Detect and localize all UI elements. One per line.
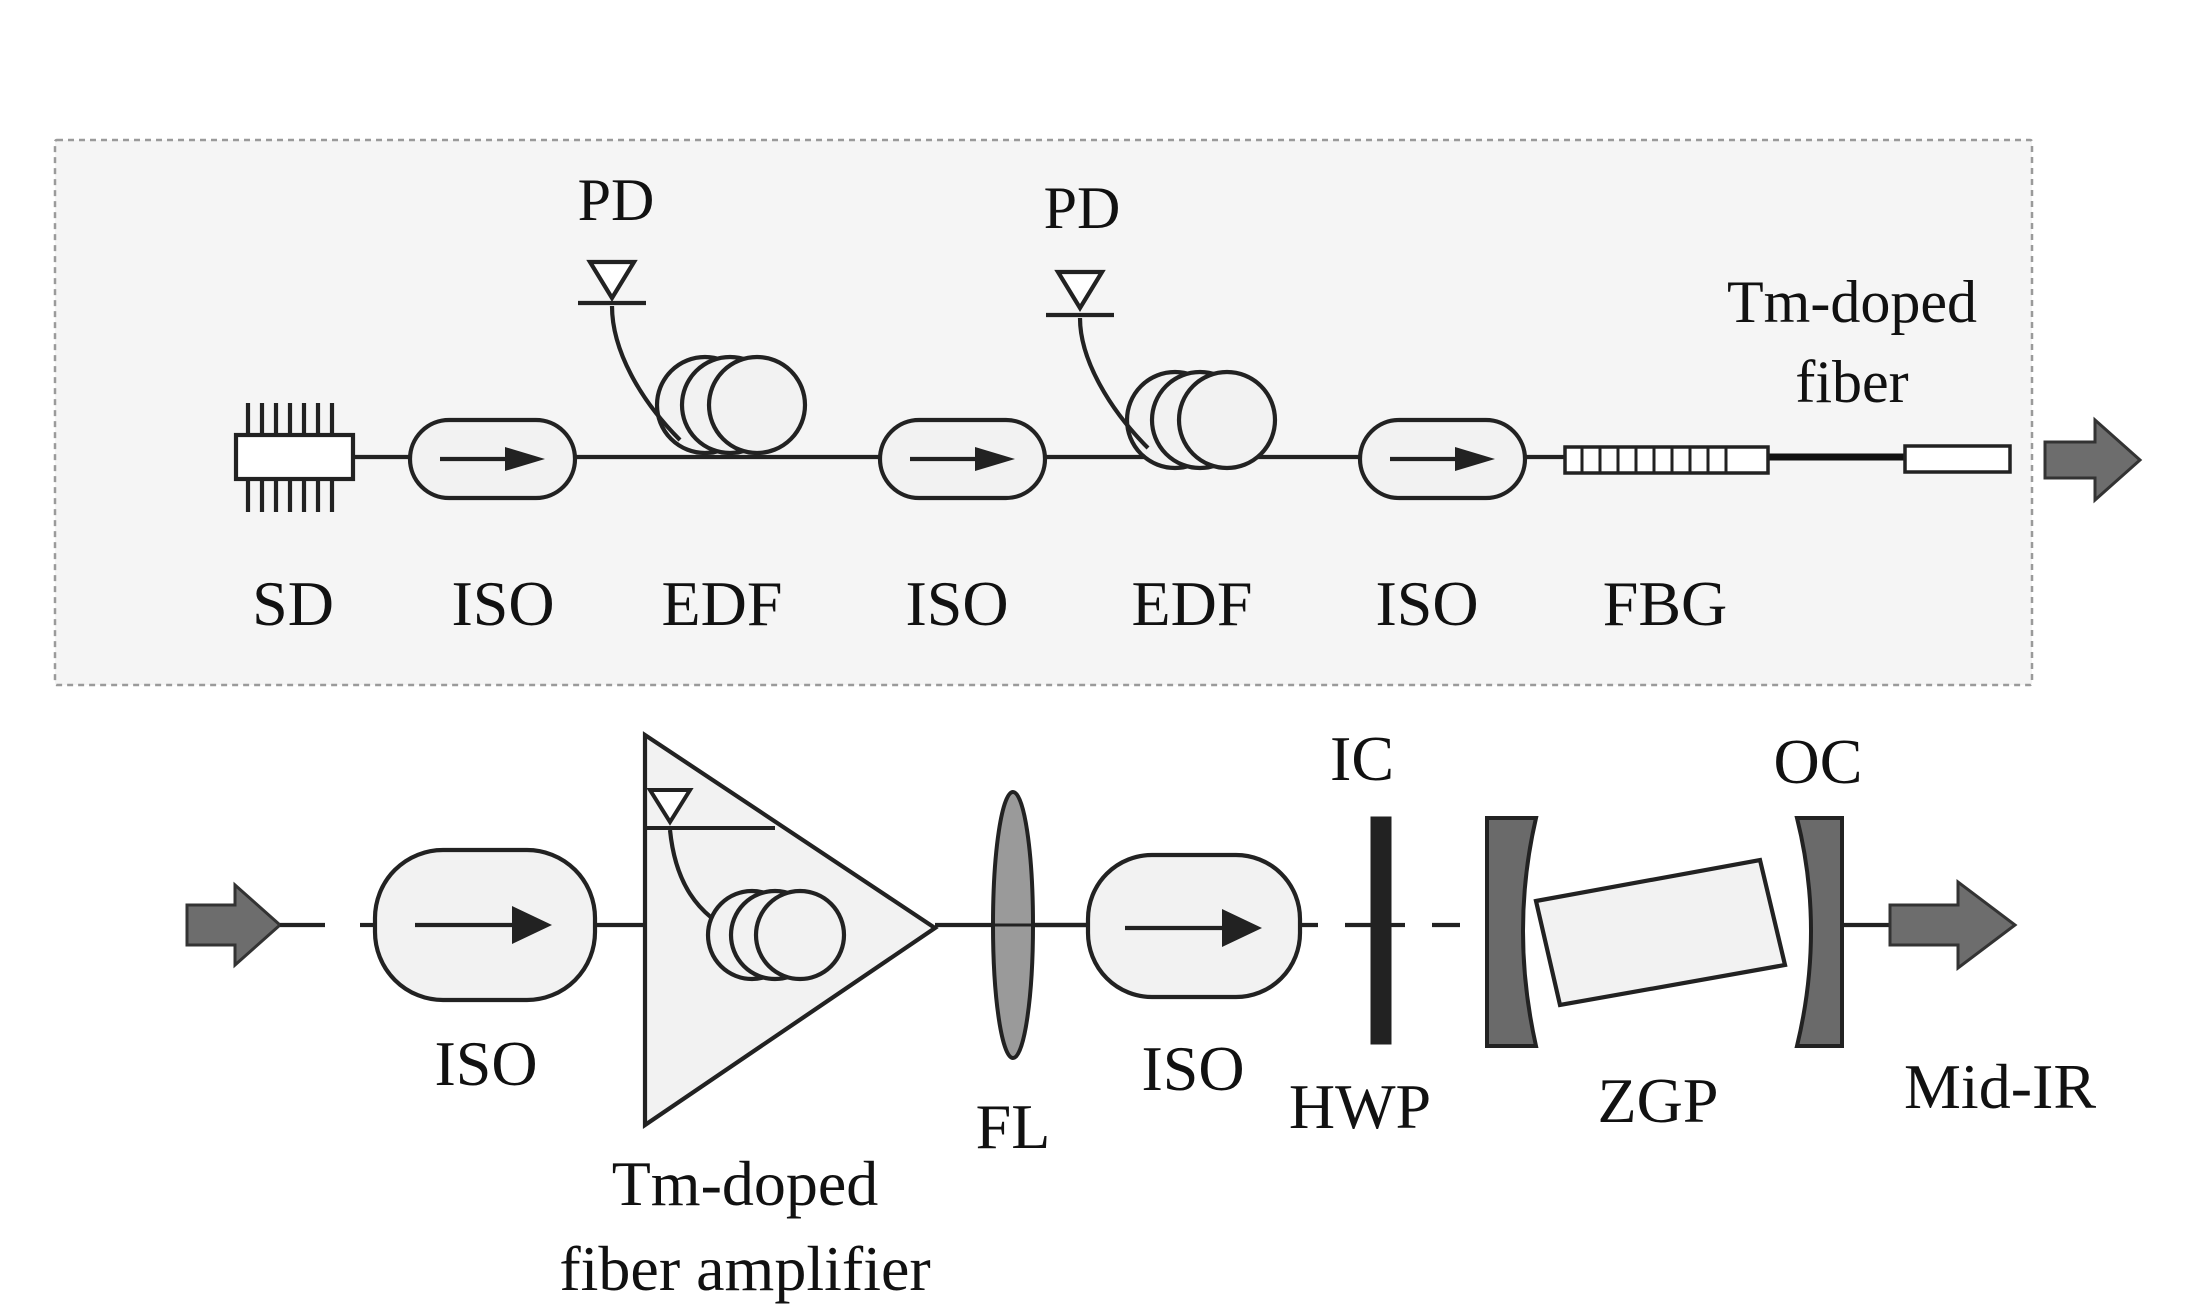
output-coupler-mirror-icon: [1794, 816, 1844, 1048]
iso-4-label: ISO: [434, 1028, 537, 1099]
mid-ir-label: Mid-IR: [1904, 1051, 2096, 1122]
fbg-icon: [1563, 445, 1770, 475]
isolator-2-icon: [877, 417, 1048, 501]
photodiode-1-icon: [578, 259, 646, 306]
pd-2-label: PD: [1044, 175, 1121, 241]
edf-1-label: EDF: [662, 568, 783, 639]
pd-1-label: PD: [578, 167, 655, 233]
sd-chip-icon: [233, 403, 356, 512]
oc-label: OC: [1774, 726, 1863, 797]
edf-coil-2-icon: [1124, 369, 1278, 471]
fl-label: FL: [976, 1091, 1051, 1162]
edf-2-label: EDF: [1132, 568, 1253, 639]
isolator-5-icon: [1085, 852, 1303, 1000]
iso-3-label: ISO: [1375, 568, 1478, 639]
sd-label: SD: [252, 568, 334, 639]
amplifier-label-line1: Tm-doped: [612, 1148, 879, 1219]
top-output-arrow-icon: [2043, 416, 2143, 504]
hwp-label: HWP: [1289, 1071, 1431, 1142]
isolator-3-icon: [1357, 417, 1528, 501]
input-coupler-mirror-icon: [1485, 816, 1539, 1048]
iso-1-label: ISO: [451, 568, 554, 639]
mid-ir-output-arrow-icon: [1888, 878, 2018, 972]
zgp-crystal-icon: [1533, 857, 1788, 1008]
half-wave-plate-icon: [1370, 816, 1392, 1045]
isolator-4-icon: [372, 847, 598, 1003]
fiber-output-end: [1903, 444, 2012, 474]
bottom-input-arrow-icon: [185, 881, 283, 969]
seed-laser-panel: [53, 138, 2034, 687]
fbg-label: FBG: [1603, 568, 1728, 639]
tm-fiber-label-line2: fiber: [1795, 349, 1908, 415]
pd-2-fiber: [1077, 317, 1150, 450]
amplifier-icon: [642, 731, 939, 1129]
zgp-label: ZGP: [1598, 1065, 1719, 1136]
iso-5-label: ISO: [1141, 1033, 1244, 1104]
photodiode-2-icon: [1046, 269, 1114, 318]
pd-1-fiber: [609, 305, 682, 442]
iso-2-label: ISO: [905, 568, 1008, 639]
isolator-1-icon: [407, 417, 578, 501]
tm-fiber-label-line1: Tm-doped: [1727, 269, 1977, 335]
amplifier-label-line2: fiber amplifier: [559, 1233, 930, 1304]
ic-label: IC: [1330, 723, 1394, 794]
edf-coil-1-icon: [654, 354, 808, 456]
